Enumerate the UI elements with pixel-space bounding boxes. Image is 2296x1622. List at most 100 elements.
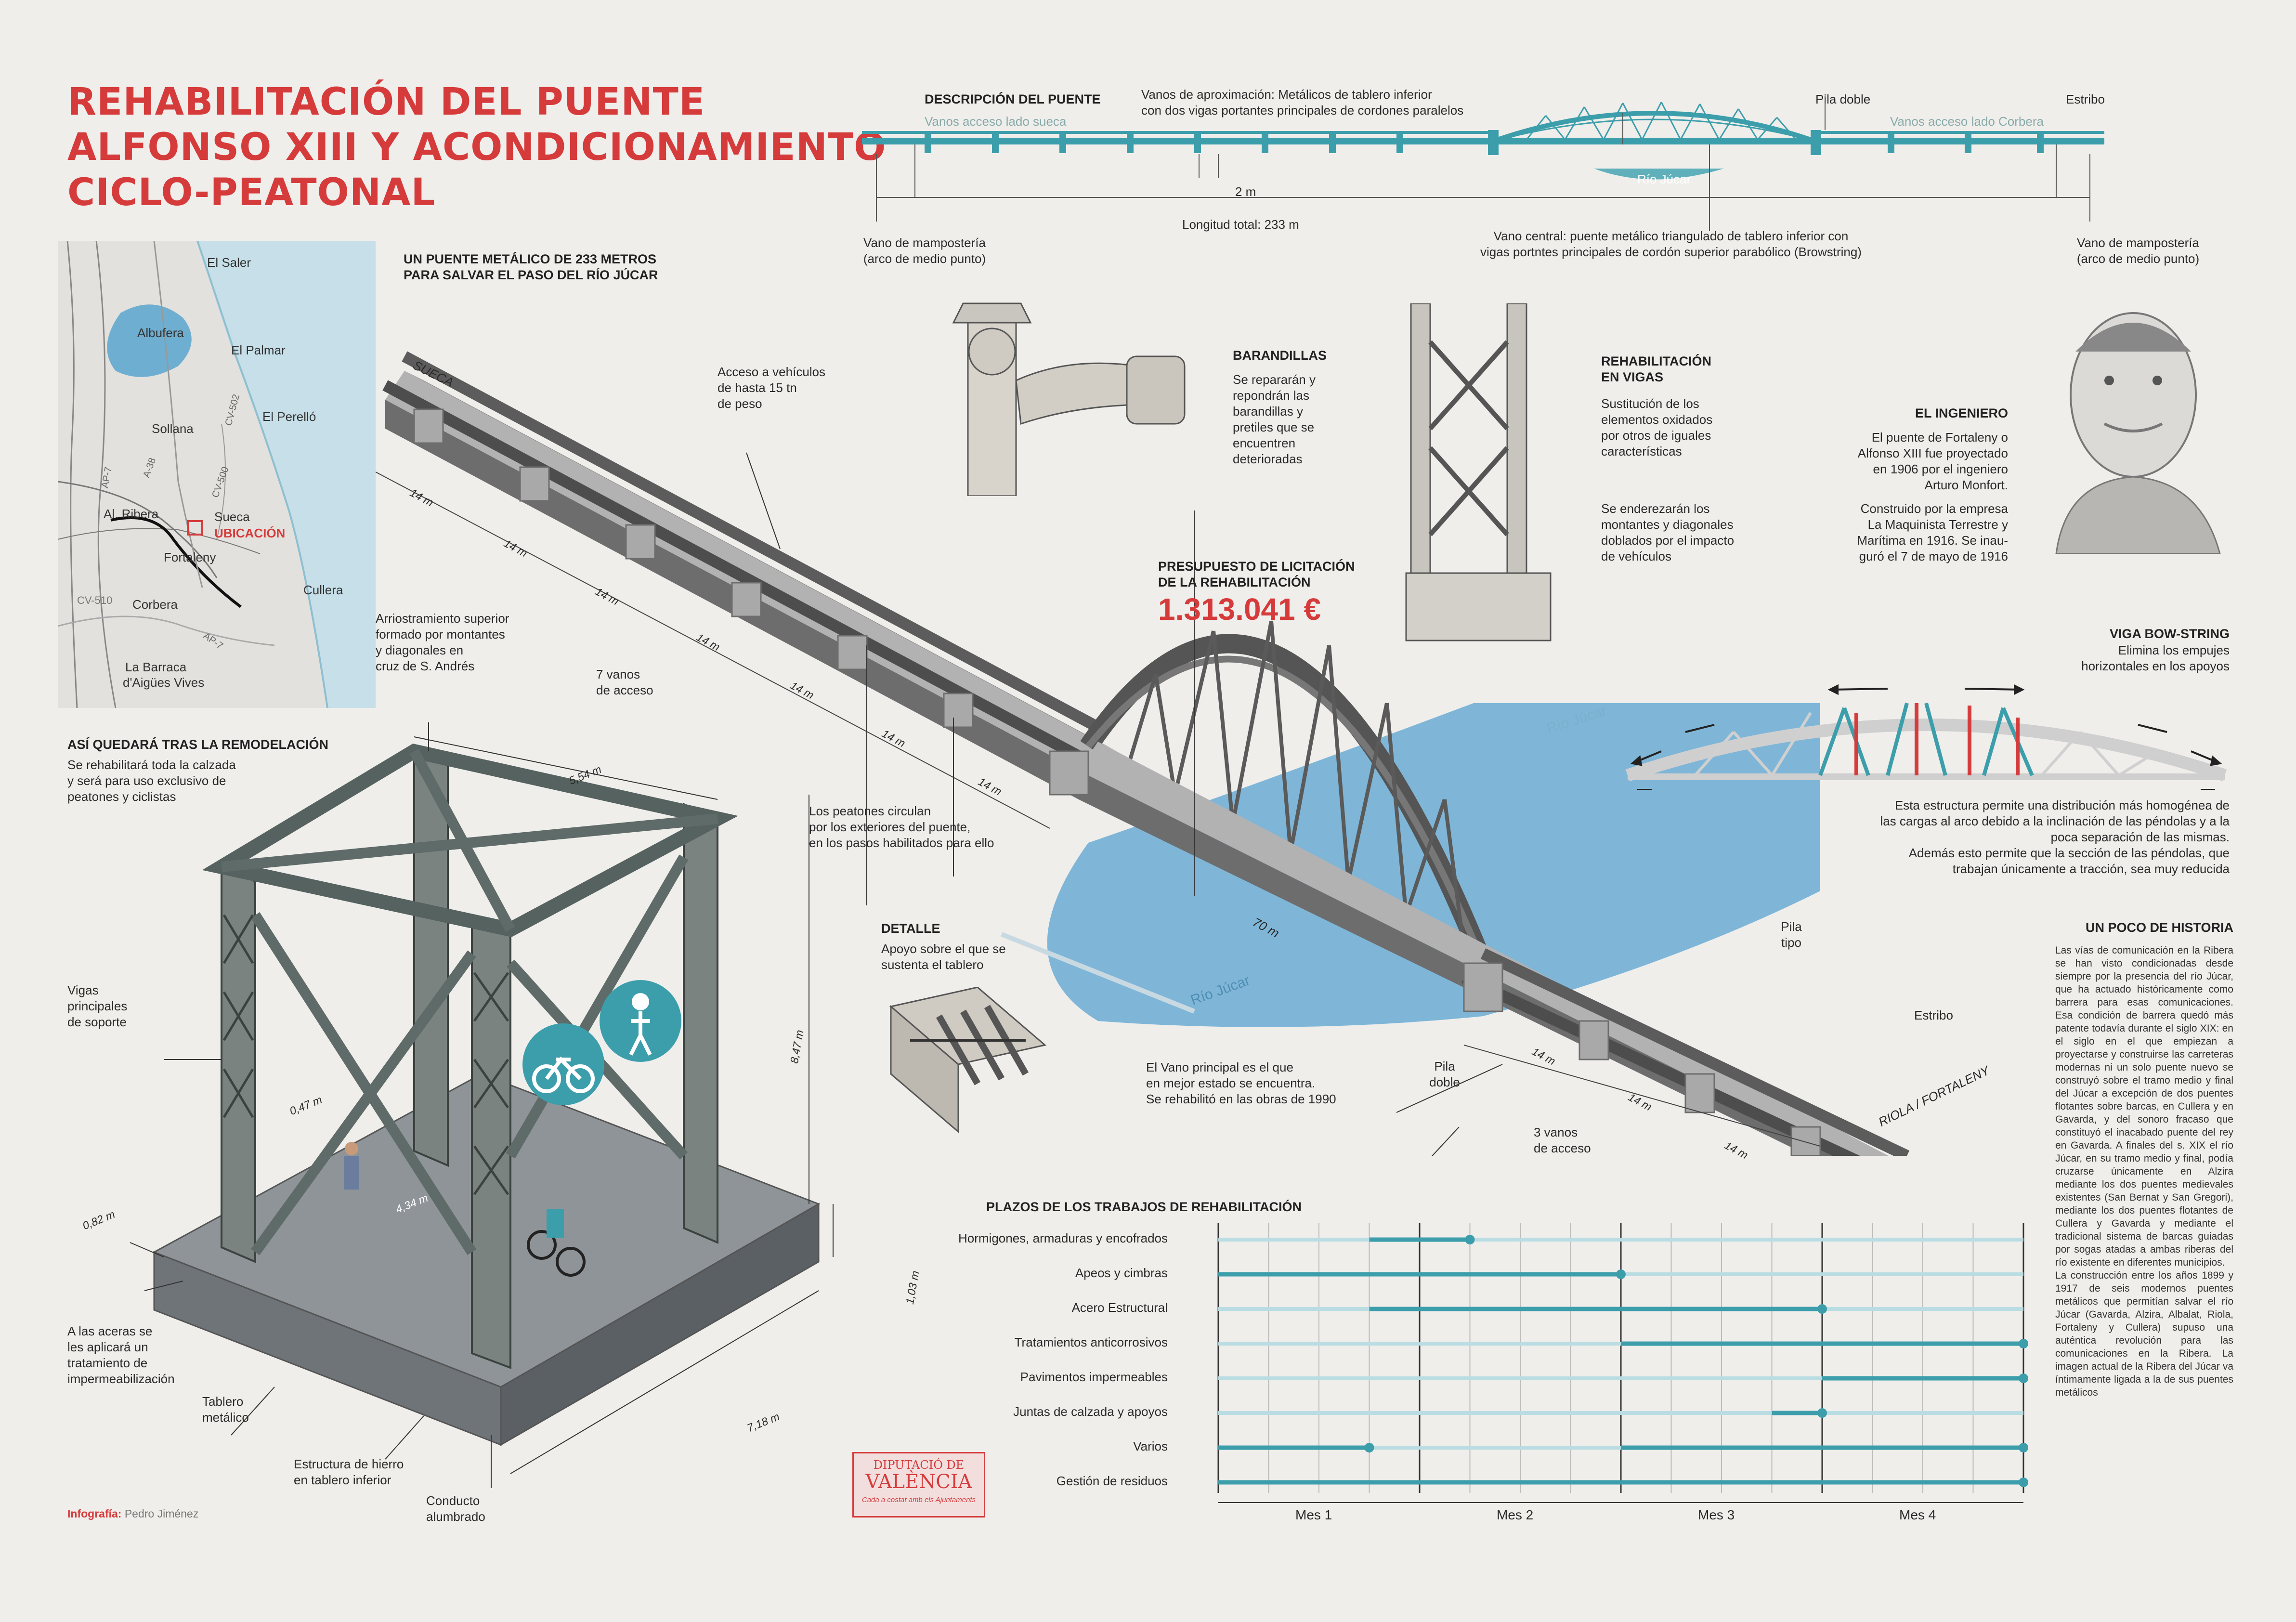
ingeniero-heading: EL INGENIERO	[1915, 406, 2008, 420]
bowstring-diagram	[1625, 684, 2227, 790]
barandilla-sketch	[952, 302, 1186, 496]
gantt-task-label: Hormigones, armaduras y encofrados	[958, 1231, 1168, 1245]
map-location-marker	[187, 520, 203, 536]
map-el-perello: El Perelló	[262, 409, 316, 424]
leader-lines	[746, 452, 1503, 1156]
map-aigues-vives: d'Aigües Vives	[123, 675, 205, 690]
ingeniero-text-2: Construido por la empresa La Maquinista …	[1857, 501, 2008, 563]
detalle-text: Apoyo sobre el que se sustenta el tabler…	[881, 942, 1006, 972]
label-peatones: Los peatones circulan por los exteriores…	[809, 804, 994, 850]
bowstring-subtitle: Elimina los empujes horizontales en los …	[2081, 643, 2230, 673]
map-al-ribera: Al. Ribera	[104, 507, 159, 521]
vano-mamposteria-left: Vano de mampostería (arco de medio punto…	[863, 235, 986, 266]
cyclist-figure	[527, 1230, 557, 1260]
remodel-heading: ASÍ QUEDARÁ TRAS LA REMODELACIÓN	[67, 737, 329, 752]
label-tablero: Tablero metálico	[202, 1394, 249, 1425]
gantt-task-label: Gestión de residuos	[1056, 1474, 1168, 1488]
gantt-month-4: Mes 4	[1899, 1507, 1936, 1522]
label-vano-principal: El Vano principal es el que en mejor est…	[1146, 1060, 1336, 1106]
detalle-heading: DETALLE	[881, 921, 940, 936]
dim-082: 0,82 m	[80, 1207, 117, 1232]
map-ap7	[110, 516, 242, 608]
truss-top-left	[402, 351, 1101, 733]
viga-sketch	[1405, 303, 1552, 641]
label-estructura: Estructura de hierro en tablero inferior	[294, 1457, 404, 1487]
gantt-task-label: Pavimentos impermeables	[1020, 1370, 1168, 1384]
vigas-text-2: Se enderezarán los montantes y diagonale…	[1601, 501, 1735, 563]
vigas-text-1: Sustitución de los elementos oxidados po…	[1601, 396, 1713, 458]
label-pila-doble: Pila doble	[1429, 1059, 1460, 1089]
bridge-illustration	[376, 351, 1910, 1156]
gantt-bar-end	[1817, 1408, 1827, 1418]
gantt-task-label: Varios	[1133, 1439, 1168, 1453]
gantt-month-2: Mes 2	[1497, 1507, 1534, 1522]
presupuesto-heading: PRESUPUESTO DE LICITACIÓN DE LA REHABILI…	[1158, 559, 1355, 589]
map-sueca: Sueca	[214, 510, 250, 524]
vano-central-text: Vano central: puente metálico triangulad…	[1480, 229, 1862, 259]
profile-approach-right-chord	[1811, 131, 2104, 134]
map-fortaleny: Fortaleny	[164, 550, 216, 564]
gantt-task-label: Apeos y cimbras	[1075, 1266, 1168, 1280]
label-acceso-corbera: Vanos acceso lado Corbera	[1890, 114, 2044, 129]
remodel-dimension-lines	[130, 736, 834, 1474]
map-sea	[197, 241, 376, 708]
intro-heading: UN PUENTE METÁLICO DE 233 METROS PARA SA…	[404, 252, 658, 282]
deck-top-edge	[404, 371, 1117, 751]
access-piers-left	[413, 408, 1089, 796]
diputacio-logo: DIPUTACIÓ DE VALÈNCIA Cada a costat amb …	[852, 1452, 985, 1517]
access-piers-right	[1463, 962, 1821, 1156]
footer-credit: Infografía: Pedro Jiménez	[67, 1507, 199, 1520]
profile-approach-left-chord	[862, 131, 1498, 134]
engineer-portrait	[2055, 312, 2221, 554]
label-conducto: Conducto alumbrado	[426, 1493, 485, 1524]
gantt-bar-end	[2019, 1339, 2028, 1348]
vano-mamposteria-right: Vano de mampostería (arco de medio punto…	[2076, 235, 2200, 266]
bowstring-heading: VIGA BOW-STRING	[2110, 627, 2230, 641]
profile-arch-web	[1526, 102, 1797, 140]
gantt-month-1: Mes 1	[1295, 1507, 1332, 1522]
barandillas-heading: BARANDILLAS	[1233, 348, 1327, 363]
map-ubicacion: UBICACIÓN	[214, 526, 286, 540]
gantt-task-label: Acero Estructural	[1071, 1300, 1168, 1315]
label-vigas-principales: Vigas principales de soporte	[67, 983, 128, 1029]
label-2m: 2 m	[1235, 184, 1256, 199]
label-acceso-vehiculos: Acceso a vehículos de hasta 15 tn de pes…	[718, 365, 826, 411]
gantt-heading: PLAZOS DE LOS TRABAJOS DE REHABILITACIÓN	[986, 1200, 1302, 1214]
map-cv510: CV-510	[77, 594, 113, 606]
presupuesto-value: 1.313.041 €	[1158, 592, 1321, 627]
historia-heading: UN POCO DE HISTORIA	[2085, 920, 2233, 935]
label-estribo: Estribo	[1914, 1008, 1953, 1022]
map-corbera: Corbera	[132, 597, 178, 612]
gantt-bar-end	[2019, 1443, 2028, 1452]
map-cullera: Cullera	[303, 583, 343, 597]
label-aceras: A las aceras se les aplicará un tratamie…	[67, 1324, 175, 1386]
profile-river	[1594, 169, 1724, 180]
page-title: REHABILITACIÓN DEL PUENTE ALFONSO XIII Y…	[67, 80, 887, 214]
profile-piers	[925, 130, 2044, 155]
gantt-bar-end	[1364, 1443, 1374, 1452]
map-albufera: Albufera	[137, 326, 184, 340]
profile-arch	[1497, 111, 1812, 142]
aproximacion-text: Vanos de aproximación: Metálicos de tabl…	[1141, 87, 1464, 118]
span-dimension-lines	[376, 471, 1821, 1147]
gantt-bar-end	[1465, 1235, 1475, 1244]
label-longitud: Longitud total: 233 m	[1182, 217, 1299, 232]
remodel-columns	[221, 749, 718, 1369]
label-arriostramiento: Arriostramiento superior formado por mon…	[376, 611, 509, 673]
historia-text: Las vías de comunicación en la Ribera se…	[2055, 945, 2233, 1398]
label-pila-tipo: Pila tipo	[1781, 919, 1802, 950]
truss-top-right	[1480, 948, 1910, 1156]
location-map	[58, 241, 376, 708]
bridge-profile-diagram	[862, 96, 2104, 231]
gantt-month-3: Mes 3	[1698, 1507, 1735, 1522]
gantt-bar-end	[1817, 1304, 1827, 1314]
label-rio-profile: Río Júcar	[1637, 172, 1691, 186]
vigas-heading: REHABILITACIÓN EN VIGAS	[1601, 354, 1711, 384]
map-el-palmar: El Palmar	[231, 343, 286, 357]
barandillas-text: Se repararán y repondrán las barandillas…	[1233, 372, 1316, 466]
profile-arch-inner	[1507, 118, 1801, 139]
gantt-bar-end	[1616, 1269, 1626, 1279]
remodel-leader-lines	[144, 722, 492, 1488]
gantt-bar-end	[2019, 1478, 2028, 1487]
ingeniero-text-1: El puente de Fortaleny o Alfonso XIII fu…	[1857, 430, 2008, 492]
